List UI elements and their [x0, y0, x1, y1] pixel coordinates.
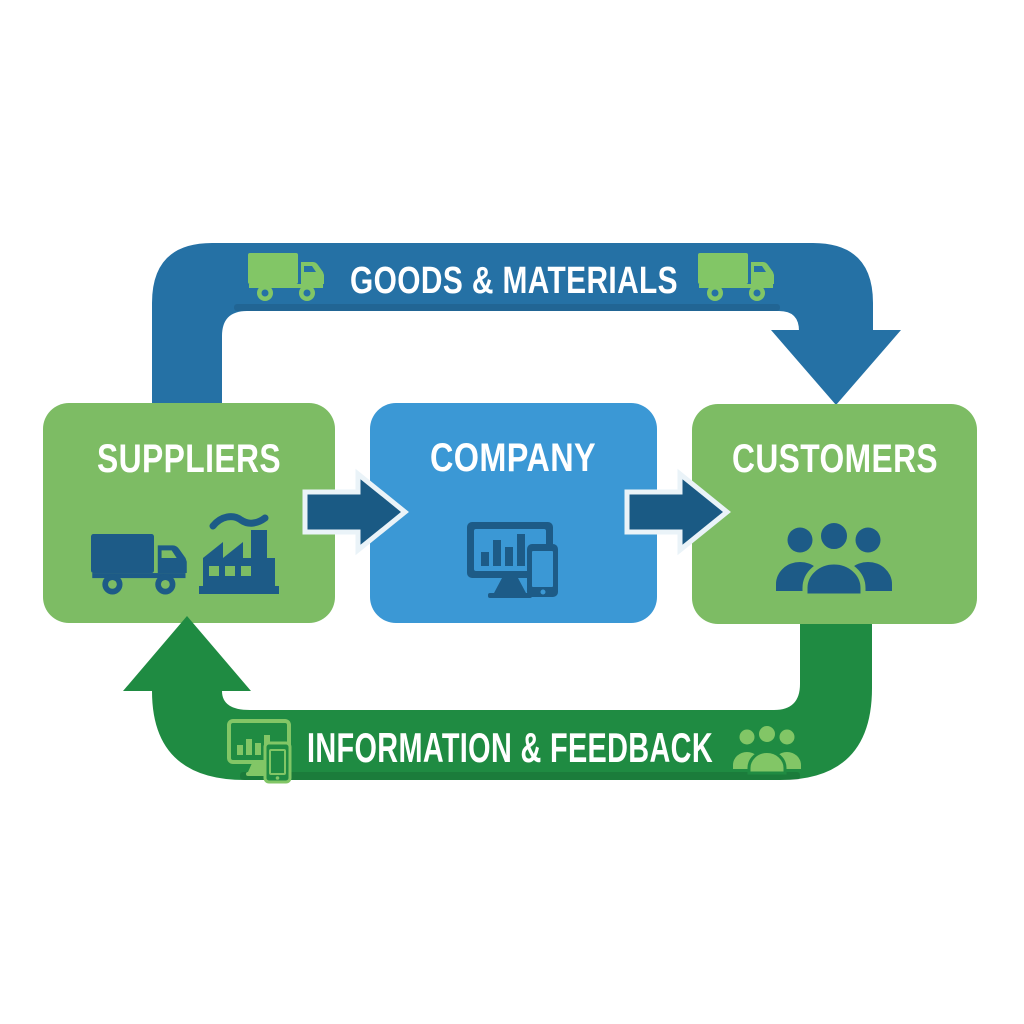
- node-customers-label: CUSTOMERS: [732, 437, 938, 481]
- people-icon: [776, 518, 892, 599]
- node-customers-box: [692, 404, 977, 624]
- node-company-box: [370, 403, 657, 623]
- feedback-band-shadow: [240, 772, 800, 780]
- people-icon: [733, 723, 801, 775]
- node-suppliers-label: SUPPLIERS: [97, 437, 281, 481]
- arrow-company-to-customers: [624, 468, 731, 556]
- feedback-flow-band: [123, 616, 872, 780]
- goods-band-shadow: [234, 304, 780, 311]
- factory-icon: [199, 513, 279, 594]
- node-suppliers-box: [43, 403, 335, 623]
- feedback-flow-label: INFORMATION & FEEDBACK: [307, 724, 713, 771]
- devices-icon: [227, 719, 292, 784]
- truck-icon: [248, 253, 324, 301]
- goods-flow-label: GOODS & MATERIALS: [350, 260, 678, 302]
- truck-icon: [91, 534, 187, 595]
- node-company-label: COMPANY: [430, 436, 596, 480]
- truck-icon: [698, 253, 774, 301]
- arrow-suppliers-to-company: [302, 468, 409, 556]
- devices-icon: [467, 522, 558, 598]
